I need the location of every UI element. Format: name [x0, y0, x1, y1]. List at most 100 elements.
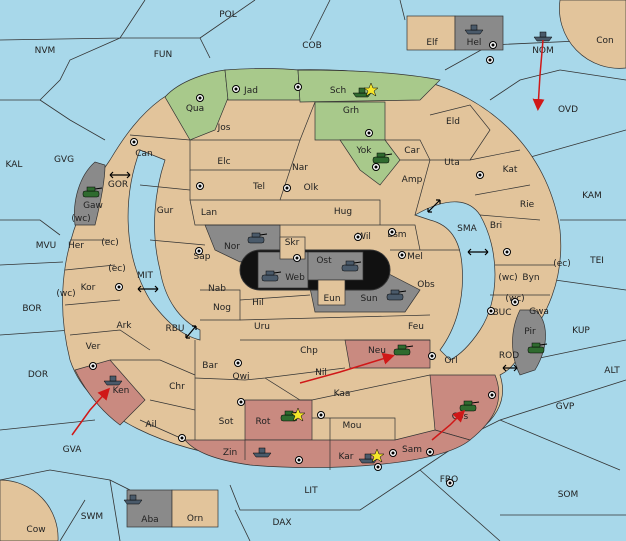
fleet-unit-icon[interactable]	[464, 24, 484, 35]
supply-center-dot	[505, 250, 509, 254]
supply-center-dot	[236, 361, 240, 365]
land-label-wil: Wil	[357, 232, 371, 242]
supply-center-dot	[430, 354, 434, 358]
land-label-web: Web	[285, 273, 305, 283]
sea-label-lit: LIT	[304, 486, 318, 496]
region-sch[interactable]	[297, 69, 441, 103]
army-unit-icon[interactable]	[527, 342, 548, 354]
army-unit-icon[interactable]	[372, 152, 393, 164]
army-unit-icon[interactable]	[82, 186, 103, 198]
canal-markers	[109, 171, 518, 372]
sea-label-gvp: GVP	[556, 402, 575, 412]
land-label-kor: Kor	[81, 283, 96, 293]
land-label-sot: Sot	[219, 417, 234, 427]
land-label-qwi: Qwi	[233, 372, 250, 382]
region-south-strip[interactable]	[184, 429, 471, 468]
land-label-can: Can	[135, 149, 153, 159]
land-label-orl: Orl	[444, 356, 457, 366]
supply-center-dot	[491, 43, 495, 47]
region-jad[interactable]	[224, 68, 301, 101]
coast-tag-byn-ec: (ec)	[553, 259, 571, 269]
land-label-gaw: Gaw	[83, 201, 103, 211]
inner-channel-west	[127, 149, 201, 341]
land-label-bar: Bar	[202, 361, 218, 371]
land-label-elc: Elc	[217, 157, 230, 167]
army-unit-icon[interactable]	[341, 260, 362, 272]
supply-center-dot	[239, 400, 243, 404]
region-yok[interactable]	[339, 139, 401, 186]
supply-center-dot	[391, 451, 395, 455]
land-label-uru: Uru	[254, 322, 270, 332]
fleet-unit-icon[interactable]	[352, 82, 379, 98]
supply-center-dot	[117, 285, 121, 289]
move-order-arrow	[532, 39, 545, 111]
sea-label-kup: KUP	[572, 326, 590, 336]
land-label-neu: Neu	[368, 346, 386, 356]
land-label-feu: Feu	[408, 322, 424, 332]
region-eun[interactable]	[317, 279, 346, 306]
land-label-pir: Pir	[524, 327, 536, 337]
land-label-hel: Hel	[467, 38, 482, 48]
army-unit-icon[interactable]	[459, 400, 480, 412]
region-qua[interactable]	[164, 69, 229, 141]
supply-center-dot	[180, 436, 184, 440]
army-unit-icon[interactable]	[386, 289, 407, 301]
sea-label-kal: KAL	[6, 160, 23, 170]
army-unit-icon[interactable]	[261, 270, 282, 282]
sea-label-dor: DOR	[28, 370, 48, 380]
supply-center-dot	[376, 465, 380, 469]
supply-center-dot	[448, 481, 452, 485]
supply-centers	[89, 41, 519, 487]
region-cow[interactable]	[0, 479, 59, 541]
army-unit-icon[interactable]	[280, 407, 306, 422]
land-label-orn: Orn	[187, 514, 203, 524]
supply-center-dot	[285, 186, 289, 190]
region-skr[interactable]	[279, 236, 306, 260]
land-label-kat: Kat	[503, 165, 518, 175]
coast-tag-byn-wc: (wc)	[498, 273, 517, 283]
sea-label-kam: KAM	[582, 191, 602, 201]
sea-label-rbu: RBU	[165, 324, 184, 334]
land-label-eld: Eld	[446, 117, 460, 127]
region-pir[interactable]	[512, 309, 546, 376]
sea-label-som: SOM	[558, 490, 579, 500]
sea-label-con: Con	[596, 36, 614, 46]
fleet-unit-icon[interactable]	[533, 31, 553, 42]
orders-layer	[71, 39, 545, 441]
land-label-rie: Rie	[520, 200, 535, 210]
region-elf[interactable]	[406, 15, 456, 51]
land-label-aba: Aba	[141, 515, 158, 525]
sea-label-nom: NOM	[532, 46, 554, 56]
supply-center-dot	[319, 413, 323, 417]
supply-center-dot	[490, 393, 494, 397]
land-label-nar: Nar	[292, 163, 308, 173]
supply-center-dot	[489, 309, 493, 313]
region-con[interactable]	[559, 0, 626, 69]
land-label-amp: Amp	[402, 175, 423, 185]
fleet-unit-icon[interactable]	[103, 375, 123, 386]
fleet-unit-icon[interactable]	[358, 448, 385, 464]
sea-label-pol: POL	[219, 10, 237, 20]
land-label-gur: Gur	[157, 206, 174, 216]
region-neu[interactable]	[344, 339, 431, 369]
army-unit-icon[interactable]	[393, 344, 414, 356]
move-order-arrow	[299, 352, 395, 384]
canal-rbu-icon	[185, 325, 197, 339]
land-label-qua: Qua	[186, 104, 204, 114]
land-label-car: Car	[404, 146, 420, 156]
supply-center-dot	[198, 184, 202, 188]
supply-center-dot	[513, 300, 517, 304]
fleet-unit-icon[interactable]	[123, 494, 143, 505]
army-unit-icon[interactable]	[247, 232, 268, 244]
land-label-mel: Mel	[407, 252, 423, 262]
supply-center-dot	[428, 450, 432, 454]
land-label-sap: Sap	[194, 252, 211, 262]
land-label-grh: Grh	[343, 106, 359, 116]
land-label-nil: Nil	[315, 368, 327, 378]
fleet-unit-icon[interactable]	[252, 447, 272, 458]
region-orn[interactable]	[171, 489, 219, 528]
land-label-jad: Jad	[243, 86, 258, 96]
supply-center-dot	[198, 96, 202, 100]
sea-label-cob: COB	[302, 41, 322, 51]
